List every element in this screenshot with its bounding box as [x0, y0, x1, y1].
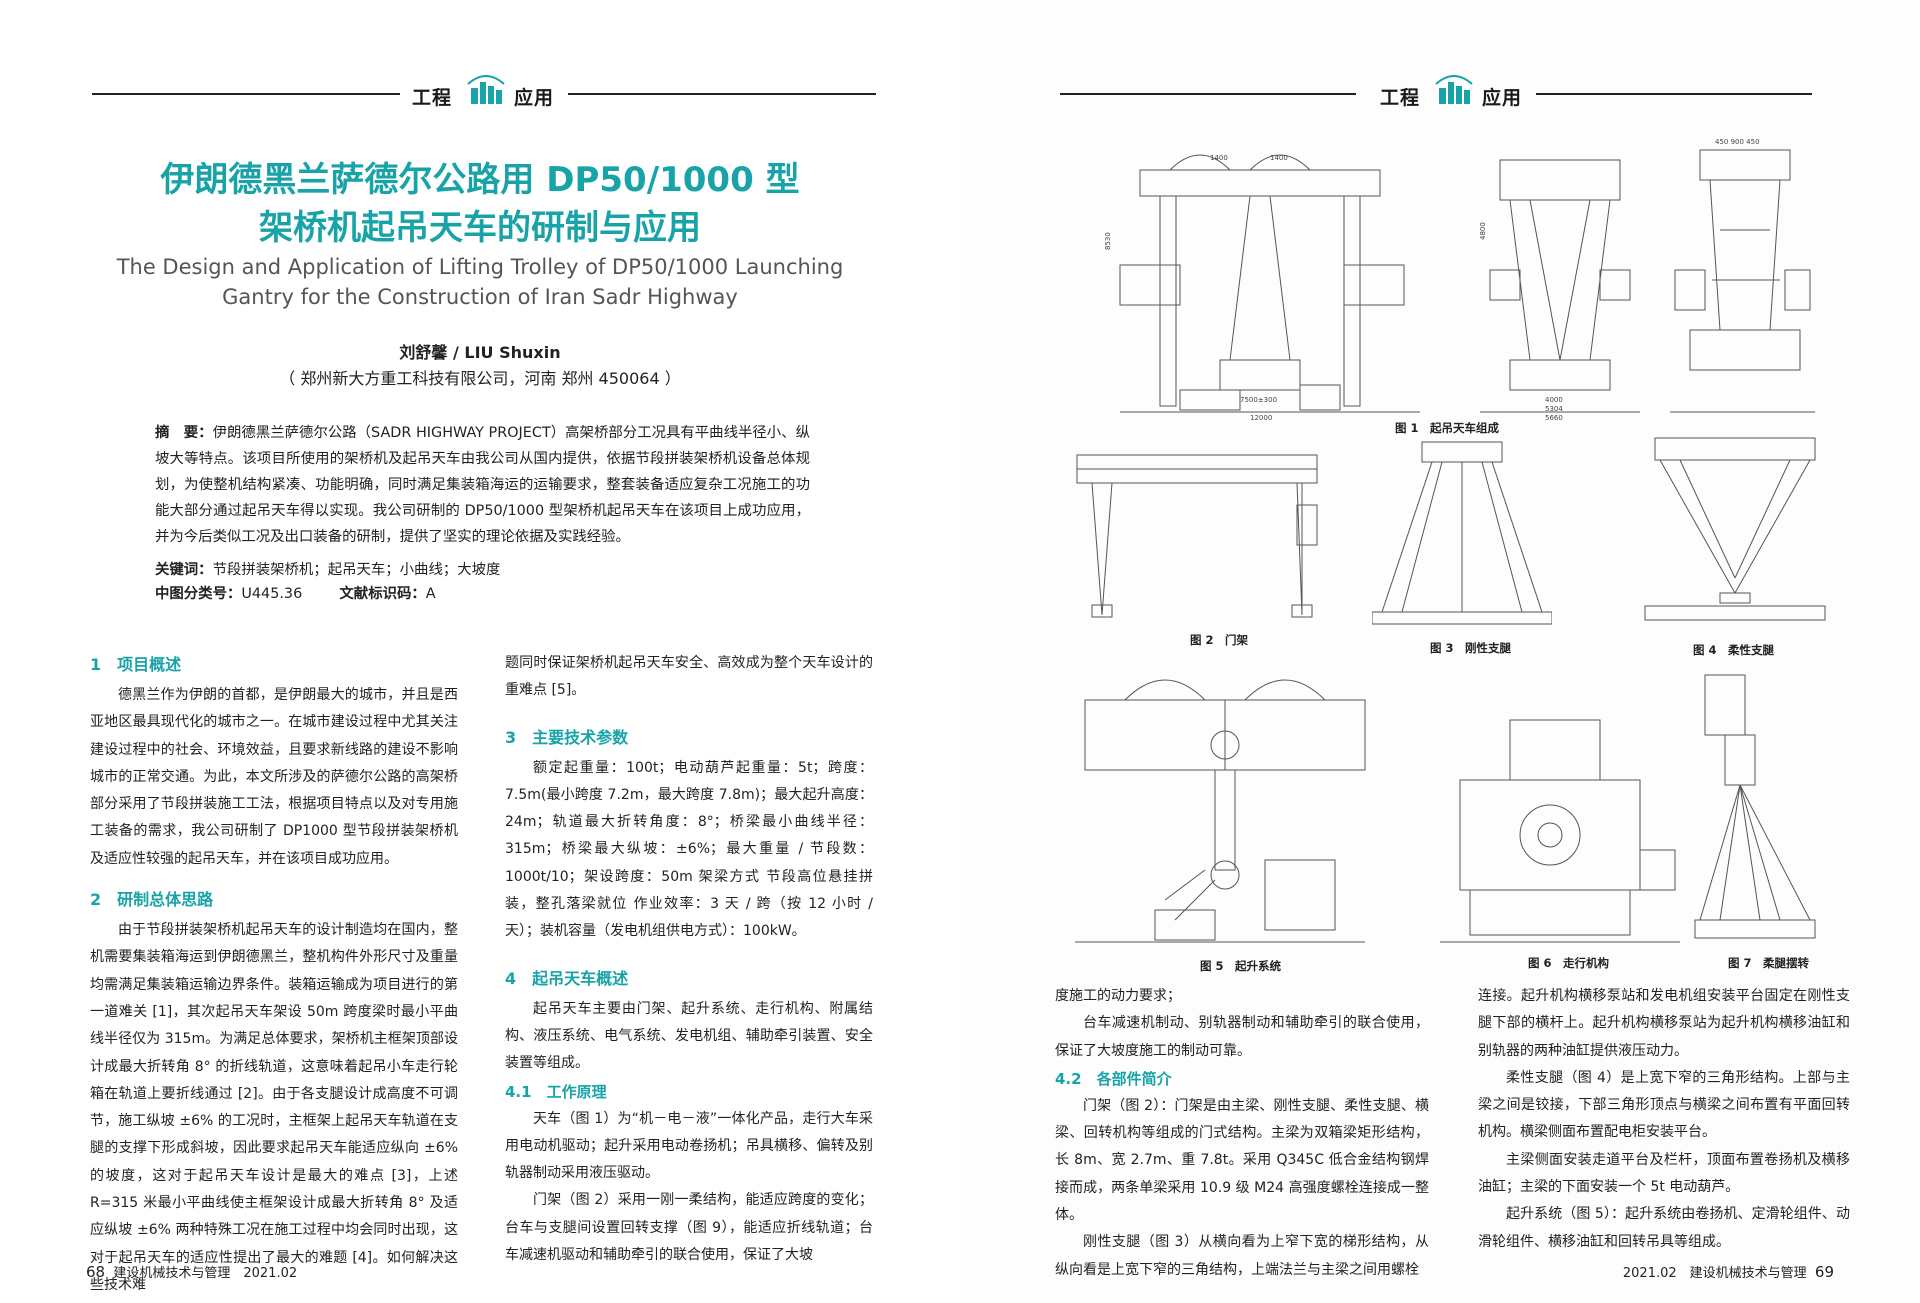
figure-2-drawing — [1072, 445, 1322, 625]
author-affiliation: （ 郑州新大方重工科技有限公司，河南 郑州 450064 ） — [279, 369, 681, 388]
figure-1-drawing: 1400 1400 8530 7500±300 12000 4800 4000 … — [1100, 130, 1820, 420]
figure-2-caption: 图 2 门架 — [1190, 633, 1249, 647]
keywords: 关键词：节段拼装架桥机；起吊天车；小曲线；大坡度 — [155, 558, 500, 582]
r2-continued-paragraph: 连接。起升机构横移泵站和发电机组安装平台固定在刚性支腿下部的横杆上。起升机构横移… — [1478, 988, 1850, 1059]
header-rule — [92, 93, 400, 95]
clc-text: U445.36 — [241, 586, 303, 602]
dim-label: 7500±300 — [1240, 396, 1277, 404]
footer-left: 68 建设机械技术与管理 2021.02 — [86, 1262, 297, 1281]
dim-label: 8530 — [1104, 232, 1112, 250]
abstract-label: 摘 要： — [155, 425, 213, 441]
left-column-1: 1 项目概述 德黑兰作为伊朗的首都，是伊朗最大的城市，并且是西亚地区最具现代化的… — [90, 650, 458, 1299]
keywords-text: 节段拼装架桥机；起吊天车；小曲线；大坡度 — [212, 562, 501, 578]
dim-label: 5304 — [1545, 405, 1563, 413]
header-rule — [1060, 93, 1356, 95]
figure-3-drawing — [1372, 432, 1552, 632]
r1-continued-paragraph: 度施工的动力要求； — [1055, 988, 1181, 1004]
header-rule — [568, 93, 876, 95]
dim-label: 4800 — [1479, 222, 1487, 240]
title-cn-line2: 架桥机起吊天车的研制与应用 — [259, 208, 701, 248]
section-3-paragraph: 额定起重量：100t；电动葫芦起重量：5t；跨度：7.5m(最小跨度 7.2m，… — [505, 759, 873, 940]
doc-label: 文献标识码： — [339, 586, 426, 602]
building-icon — [467, 75, 505, 104]
r1-paragraph: 台车减速机制动、别轨器制动和辅助牵引的联合使用，保证了大坡度施工的制动可靠。 — [1055, 1015, 1429, 1059]
figure-5-caption: 图 5 起升系统 — [1200, 959, 1282, 973]
section-4-2-paragraph-1: 门架（图 2）：门架是由主梁、刚性支腿、柔性支腿、横梁、回转机构等组成的门式结构… — [1055, 1097, 1429, 1224]
title-en-line2: Gantry for the Construction of Iran Sadr… — [222, 285, 738, 309]
header-word-2: 应用 — [1482, 87, 1523, 109]
section-4-2-title: 4.2 各部件简介 — [1055, 1069, 1172, 1088]
footer-right: 2021.02 建设机械技术与管理 69 — [1623, 1262, 1834, 1281]
section-1-title: 1 项目概述 — [90, 655, 182, 674]
page-number-left: 68 — [86, 1263, 106, 1281]
r2-paragraph-1: 柔性支腿（图 4）是上宽下窄的三角形结构。上部与主梁之间是铰接，下部三角形顶点与… — [1478, 1069, 1850, 1141]
abstract: 摘 要：伊朗德黑兰萨德尔公路（SADR HIGHWAY PROJECT）高架桥部… — [155, 420, 810, 550]
figure-1-caption: 图 1 起吊天车组成 — [1395, 421, 1500, 435]
section-4-2-paragraph-2: 刚性支腿（图 3）从横向看为上窄下宽的梯形结构，从纵向看是上宽下窄的三角结构，上… — [1055, 1234, 1429, 1278]
section-2-title: 2 研制总体思路 — [90, 890, 214, 910]
header-word-1: 工程 — [412, 87, 453, 109]
dim-label: 12000 — [1250, 414, 1272, 420]
header-rule — [1536, 93, 1812, 95]
dim-label: 1400 — [1210, 154, 1228, 162]
section-4-1-title: 4.1 工作原理 — [505, 1082, 607, 1101]
figure-7-drawing — [1685, 670, 1825, 950]
figure-4-caption: 图 4 柔性支腿 — [1693, 643, 1775, 657]
page-number-right: 69 — [1814, 1263, 1834, 1281]
right-column-2: 连接。起升机构横移泵站和发电机组安装平台固定在刚性支腿下部的横杆上。起升机构横移… — [1478, 983, 1850, 1256]
author-name: 刘舒馨 / LIU Shuxin — [399, 343, 561, 362]
journal-right: 2021.02 建设机械技术与管理 — [1622, 1266, 1807, 1281]
dim-label: 5660 — [1545, 414, 1563, 420]
building-icon — [1435, 75, 1473, 104]
dim-label: 450 900 450 — [1715, 138, 1760, 146]
right-column-1: 度施工的动力要求； 台车减速机制动、别轨器制动和辅助牵引的联合使用，保证了大坡度… — [1055, 983, 1429, 1284]
classification: 中图分类号：U445.36 文献标识码：A — [155, 582, 436, 606]
section-4-title: 4 起吊天车概述 — [505, 968, 629, 988]
left-page: 工程 应用 伊朗德黑兰萨德尔公路用 DP50/1000 型 架桥机起吊天车的研制… — [0, 75, 960, 1299]
right-page: 工程 应用 1400 1400 8530 7500±300 12000 — [960, 0, 1920, 1303]
section-4-1-paragraph-2: 门架（图 2）采用一刚一柔结构，能适应跨度的变化；台车与支腿间设置回转支撑（图 … — [505, 1192, 873, 1264]
section-3-title: 3 主要技术参数 — [505, 727, 629, 747]
figure-5-drawing — [1065, 660, 1385, 950]
journal-left: 建设机械技术与管理 2021.02 — [113, 1266, 298, 1281]
dim-label: 4000 — [1545, 396, 1563, 404]
header-word-1: 工程 — [1380, 87, 1421, 109]
section-4-paragraph: 起吊天车主要由门架、起升系统、走行机构、附属结构、液压系统、电气系统、发电机组、… — [505, 1000, 873, 1072]
doc-text: A — [425, 586, 436, 602]
figure-3-caption: 图 3 刚性支腿 — [1430, 641, 1512, 655]
clc-label: 中图分类号： — [155, 586, 242, 602]
section-1-paragraph: 德黑兰作为伊朗的首都，是伊朗最大的城市，并且是西亚地区最具现代化的城市之一。在城… — [90, 687, 458, 867]
section-4-1-paragraph-1: 天车（图 1）为“机－电－液”一体化产品，走行大车采用电动机驱动；起升采用电动卷… — [505, 1110, 873, 1182]
figure-4-drawing — [1640, 428, 1830, 628]
figure-6-caption: 图 6 走行机构 — [1528, 956, 1610, 970]
r2-paragraph-3: 起升系统（图 5）：起升系统由卷扬机、定滑轮组件、动滑轮组件、横移油缸和回转吊具… — [1478, 1206, 1850, 1250]
page-header-left: 工程 应用 — [0, 75, 960, 109]
title-cn-line1: 伊朗德黑兰萨德尔公路用 DP50/1000 型 — [160, 160, 800, 200]
abstract-text: 伊朗德黑兰萨德尔公路（SADR HIGHWAY PROJECT）高架桥部分工况具… — [155, 425, 810, 545]
title-en-line1: The Design and Application of Lifting Tr… — [116, 255, 844, 279]
keywords-label: 关键词： — [155, 562, 213, 578]
section-2-paragraph: 由于节段拼装架桥机起吊天车的设计制造均在国内，整机需要集装箱海运到伊朗德黑兰，整… — [90, 922, 458, 1293]
figure-7-caption: 图 7 柔腿摆转 — [1728, 956, 1810, 970]
r2-paragraph-2: 主梁侧面安装走道平台及栏杆，顶面布置卷扬机及横移油缸；主梁的下面安装一个 5t … — [1478, 1151, 1850, 1196]
left-column-2: 题同时保证架桥机起吊天车安全、高效成为整个天车设计的重难点 [5]。 3 主要技… — [505, 650, 873, 1269]
dim-label: 1400 — [1270, 154, 1288, 162]
col2-continued-paragraph: 题同时保证架桥机起吊天车安全、高效成为整个天车设计的重难点 [5]。 — [505, 655, 873, 699]
figure-6-drawing — [1440, 710, 1680, 950]
header-word-2: 应用 — [514, 87, 555, 109]
page-header-right: 工程 应用 — [960, 75, 1920, 109]
